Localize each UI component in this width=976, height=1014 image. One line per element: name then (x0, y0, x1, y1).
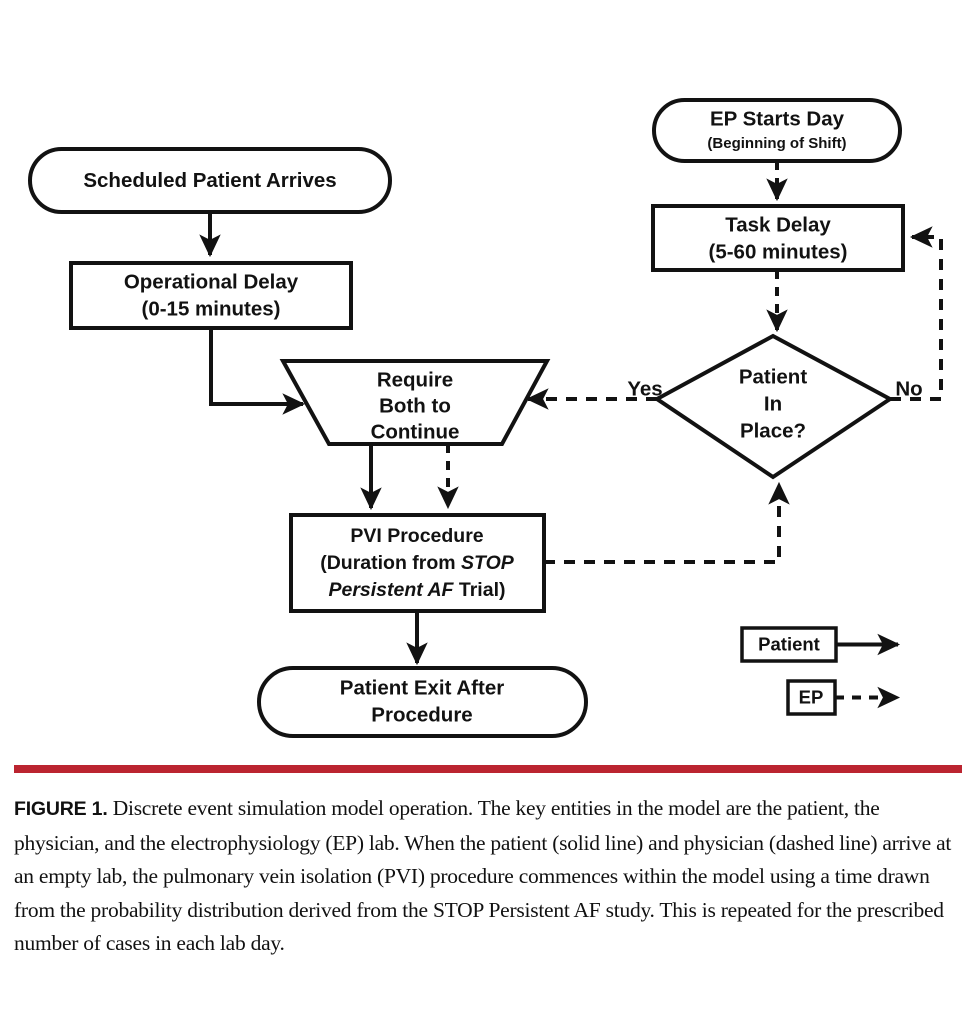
node-label-patient-in-place-line3: Place? (740, 419, 806, 442)
figure-caption-body: Discrete event simulation model operatio… (14, 796, 952, 955)
edge-no-to-task-delay (890, 226, 943, 401)
pvi-line3-post: Trial) (453, 579, 505, 601)
legend: Patient EP (740, 626, 901, 716)
node-label-pvi-line2: (Duration from STOP (320, 552, 515, 574)
pvi-line3-italic: Persistent AF (328, 579, 454, 601)
node-label-patient-exit-line2: Procedure (371, 703, 472, 726)
node-label-ep-starts-day-line2: (Beginning of Shift) (707, 135, 846, 152)
edge-operational-delay-to-require-both (209, 328, 306, 415)
node-label-ep-starts-day-line1: EP Starts Day (710, 107, 845, 130)
node-label-pvi-line3: Persistent AF Trial) (328, 579, 505, 601)
caption-rule (14, 765, 962, 773)
node-task-delay: Task Delay (5-60 minutes) (651, 204, 905, 272)
flowchart-diagram: Scheduled Patient Arrives Operational De… (28, 98, 943, 738)
node-label-operational-delay-line2: (0-15 minutes) (142, 297, 281, 320)
figure-label: FIGURE 1. (14, 798, 108, 820)
edge-pvi-to-patient-in-place-feedback (544, 481, 790, 564)
legend-item-ep: EP (786, 679, 901, 716)
node-scheduled-patient-arrives: Scheduled Patient Arrives (28, 147, 392, 214)
node-pvi-procedure: PVI Procedure (Duration from STOP Persis… (289, 513, 546, 613)
node-label-require-both-line1: Require (377, 368, 453, 391)
node-require-both-to-continue: Require Both to Continue (279, 359, 551, 446)
node-label-patient-in-place-line2: In (764, 392, 782, 415)
legend-label-ep: EP (799, 686, 824, 707)
figure-caption: FIGURE 1. Discrete event simulation mode… (14, 792, 962, 961)
node-label-task-delay-line1: Task Delay (725, 213, 831, 236)
node-label-patient-exit-line1: Patient Exit After (340, 676, 504, 699)
node-label-operational-delay-line1: Operational Delay (124, 270, 299, 293)
node-patient-in-place: Patient In Place? (653, 333, 894, 480)
edge-label-no: No (895, 377, 922, 400)
pvi-line2-italic: STOP (461, 552, 515, 574)
legend-label-patient: Patient (758, 633, 820, 654)
node-ep-starts-day: EP Starts Day (Beginning of Shift) (652, 98, 902, 163)
edge-label-yes: Yes (627, 377, 662, 400)
node-label-patient-in-place-line1: Patient (739, 365, 808, 388)
node-label-task-delay-line2: (5-60 minutes) (709, 240, 848, 263)
node-label-scheduled-patient-arrives: Scheduled Patient Arrives (83, 169, 336, 192)
node-patient-exit: Patient Exit After Procedure (257, 666, 588, 738)
node-label-require-both-line3: Continue (371, 420, 460, 443)
node-label-pvi-line1: PVI Procedure (350, 525, 483, 547)
node-label-require-both-line2: Both to (379, 394, 451, 417)
legend-item-patient: Patient (740, 626, 901, 663)
pvi-line2-pre: (Duration from (320, 552, 461, 574)
node-operational-delay: Operational Delay (0-15 minutes) (69, 261, 353, 330)
